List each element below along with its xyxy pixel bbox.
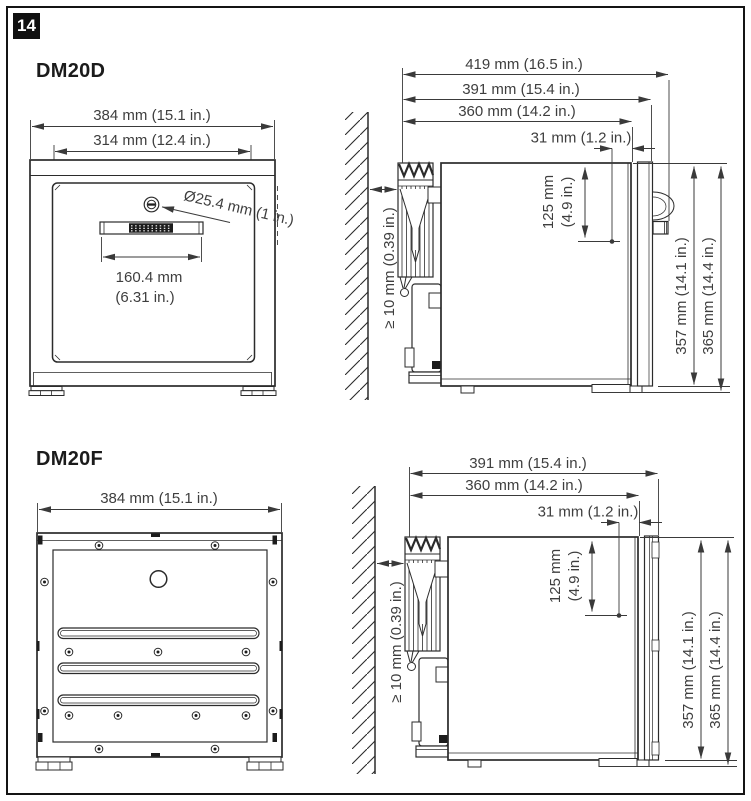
dm20d-side-view: ≥ 10 mm (0.39 in.) bbox=[345, 56, 730, 400]
dm20d-body-height-label: 357 mm (14.1 in.) bbox=[673, 237, 690, 355]
dm20d-cabinet-depth-label: 360 mm (14.2 in.) bbox=[458, 103, 576, 120]
wall-hatch bbox=[352, 486, 376, 774]
dm20d-body-depth-label: 391 mm (15.4 in.) bbox=[462, 81, 580, 98]
front-feet bbox=[35, 756, 284, 771]
dm20f-overall-height-label: 365 mm (14.4 in.) bbox=[707, 611, 724, 729]
dm20f-body-height-label: 357 mm (14.1 in.) bbox=[680, 611, 697, 729]
dm20d-wall-clearance-label: ≥ 10 mm (0.39 in.) bbox=[381, 207, 398, 329]
dm20f-cabinet-depth-label: 360 mm (14.2 in.) bbox=[465, 477, 583, 494]
dm20f-hinge-offset-label: 31 mm (1.2 in.) bbox=[538, 504, 639, 521]
dm20d-front-view: 384 mm (15.1 in.) 314 mm (12.4 in.) bbox=[28, 107, 296, 397]
front-feet bbox=[28, 386, 277, 397]
model-title-dm20d: DM20D bbox=[36, 60, 106, 82]
dm20f-body-depth-label: 391 mm (15.4 in.) bbox=[469, 455, 587, 472]
dm20d-hinge-drop-in-label: (4.9 in.) bbox=[559, 177, 576, 228]
junction-box bbox=[434, 560, 450, 578]
condenser-unit bbox=[404, 534, 442, 652]
compressor-unit bbox=[411, 657, 455, 758]
drawer-front-door bbox=[636, 161, 675, 387]
dm20f-hinge-drop-mm-label: 125 mm bbox=[547, 549, 564, 603]
vent-slots bbox=[57, 627, 260, 707]
dm20d-overall-width-label: 384 mm (15.1 in.) bbox=[93, 107, 211, 124]
dm20f-wall-clearance-label: ≥ 10 mm (0.39 in.) bbox=[388, 581, 405, 703]
dm20d-vent-width-mm-label: 160.4 mm bbox=[116, 269, 183, 286]
dm20d-overall-depth-label: 419 mm (16.5 in.) bbox=[465, 56, 583, 73]
dm20d-hinge-offset-label: 31 mm (1.2 in.) bbox=[531, 130, 632, 147]
cabinet-body bbox=[447, 536, 639, 761]
compressor-unit bbox=[404, 283, 448, 384]
condenser-unit bbox=[397, 160, 435, 278]
dm20d-door-width-label: 314 mm (12.4 in.) bbox=[93, 132, 211, 149]
refrigerant-tubes bbox=[406, 650, 420, 671]
dm20f-side-view: ≥ 10 mm (0.39 in.) bbox=[352, 455, 737, 774]
door-corner-seals bbox=[54, 184, 253, 361]
front-panel bbox=[643, 535, 660, 761]
dm20d-hinge-drop-mm-label: 125 mm bbox=[540, 175, 557, 229]
door-lock-icon bbox=[143, 196, 160, 213]
panel-hole bbox=[149, 569, 168, 589]
refrigerant-tubes bbox=[399, 276, 413, 297]
cabinet-body bbox=[440, 162, 632, 387]
model-title-dm20f: DM20F bbox=[36, 448, 104, 470]
mounting-marks bbox=[36, 533, 283, 757]
dm20f-front-view: 384 mm (15.1 in.) bbox=[35, 490, 284, 771]
dm20f-hinge-drop-in-label: (4.9 in.) bbox=[566, 551, 583, 602]
junction-box bbox=[427, 186, 443, 204]
dm20f-overall-width-label: 384 mm (15.1 in.) bbox=[100, 490, 218, 507]
panel-screws bbox=[40, 541, 278, 754]
dm20d-vent-width-in-label: (6.31 in.) bbox=[115, 289, 174, 306]
figure-number-badge: 14 bbox=[13, 13, 40, 39]
handle-knob bbox=[652, 220, 669, 235]
dm20d-overall-height-label: 365 mm (14.4 in.) bbox=[700, 237, 717, 355]
drawer-vent-slot bbox=[99, 221, 204, 235]
wall-hatch bbox=[345, 112, 369, 400]
